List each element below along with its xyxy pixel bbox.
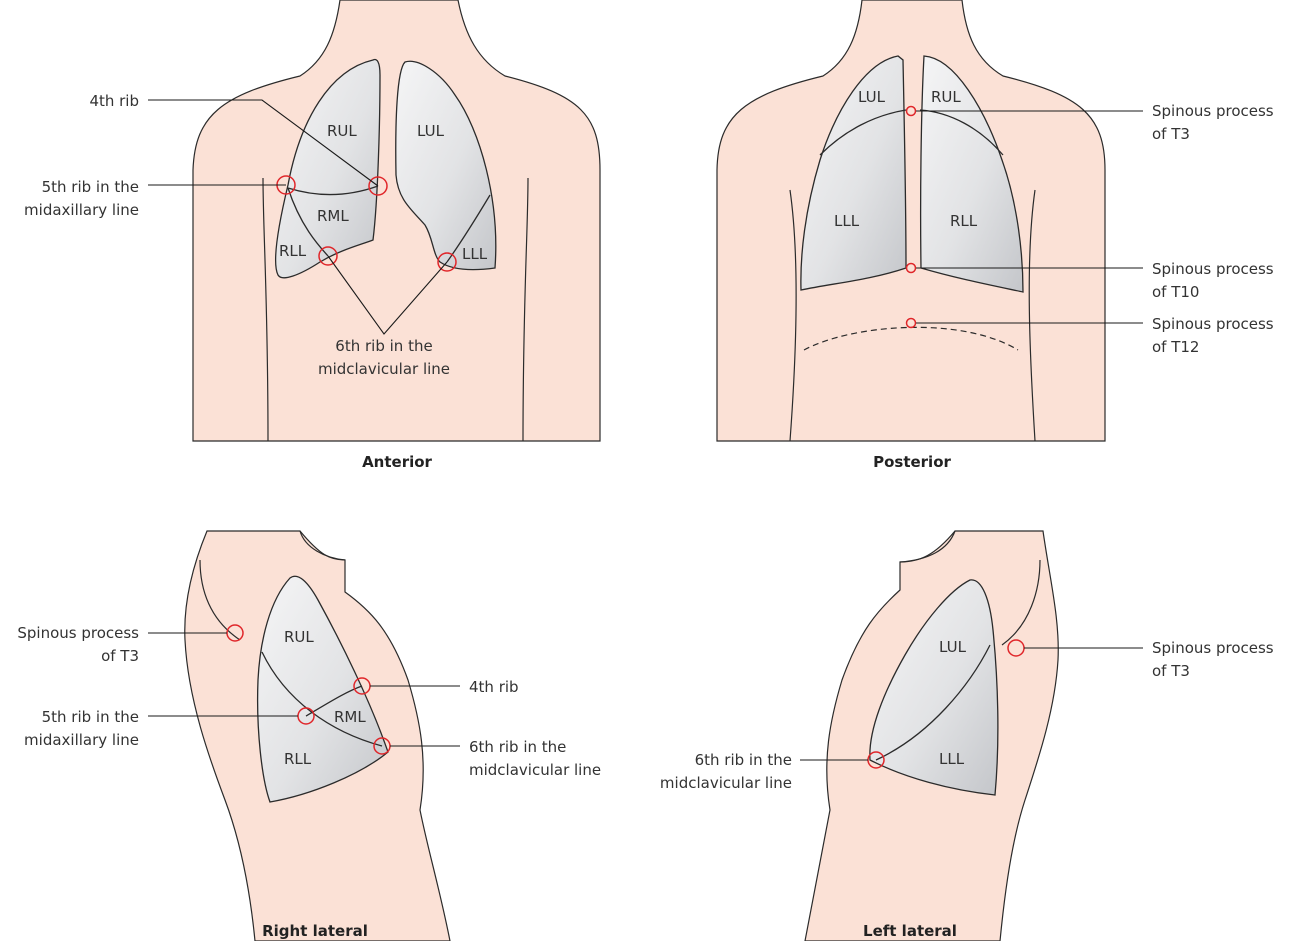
posterior-torso (717, 0, 1105, 441)
posterior-lobe-rul: RUL (931, 88, 961, 106)
posterior-lobe-lll: LLL (834, 212, 860, 230)
anterior-label-rib4: 4th rib (89, 92, 139, 110)
anterior-lobe-lll: LLL (462, 245, 488, 263)
right-lateral-label-rib6-line1: 6th rib in the (469, 738, 566, 756)
anterior-label-rib6-line2: midclavicular line (318, 360, 450, 378)
posterior-label-t12-line2: of T12 (1152, 338, 1199, 356)
posterior-lobe-rll: RLL (950, 212, 978, 230)
posterior-label-t10-line2: of T10 (1152, 283, 1199, 301)
right-lateral-label-rib5-line1: 5th rib in the (42, 708, 139, 726)
posterior-label-t3-line1: Spinous process (1152, 102, 1274, 120)
right-lateral-view: RUL RML RLL Spinous process of T3 4th ri… (17, 531, 601, 941)
right-lateral-label-rib5-line2: midaxillary line (24, 731, 139, 749)
right-lateral-label-t3-line2: of T3 (101, 647, 139, 665)
right-lateral-label-t3-line1: Spinous process (17, 624, 139, 642)
posterior-view: LUL RUL LLL RLL Spinous process of T3 Sp… (717, 0, 1274, 471)
right-lateral-lobe-rll: RLL (284, 750, 312, 768)
anterior-lobe-rll: RLL (279, 242, 307, 260)
anterior-lobe-rml: RML (317, 207, 349, 225)
right-lateral-label-rib6-line2: midclavicular line (469, 761, 601, 779)
anterior-label-rib5-line1: 5th rib in the (42, 178, 139, 196)
posterior-caption: Posterior (873, 453, 951, 471)
left-lateral-label-rib6-line2: midclavicular line (660, 774, 792, 792)
left-lateral-label-t3-line1: Spinous process (1152, 639, 1274, 657)
left-lateral-caption: Left lateral (863, 922, 957, 940)
posterior-label-t3-line2: of T3 (1152, 125, 1190, 143)
anterior-view: RUL LUL RML RLL LLL 4th rib 5th rib in t… (24, 0, 600, 471)
left-lateral-label-t3-line2: of T3 (1152, 662, 1190, 680)
left-lateral-view: LUL LLL Spinous process of T3 6th rib in… (660, 531, 1274, 941)
anterior-caption: Anterior (362, 453, 432, 471)
right-lateral-lobe-rul: RUL (284, 628, 314, 646)
left-lateral-lobe-lll: LLL (939, 750, 965, 768)
right-lateral-lobe-rml: RML (334, 708, 366, 726)
left-lateral-lobe-lul: LUL (939, 638, 967, 656)
left-lateral-label-rib6-line1: 6th rib in the (695, 751, 792, 769)
posterior-label-t10-line1: Spinous process (1152, 260, 1274, 278)
posterior-lobe-lul: LUL (858, 88, 886, 106)
anterior-label-rib6-line1: 6th rib in the (335, 337, 432, 355)
anterior-lobe-rul: RUL (327, 122, 357, 140)
posterior-label-t12-line1: Spinous process (1152, 315, 1274, 333)
right-lateral-caption: Right lateral (262, 922, 368, 940)
anterior-label-rib5-line2: midaxillary line (24, 201, 139, 219)
right-lateral-label-rib4: 4th rib (469, 678, 519, 696)
anterior-lobe-lul: LUL (417, 122, 445, 140)
